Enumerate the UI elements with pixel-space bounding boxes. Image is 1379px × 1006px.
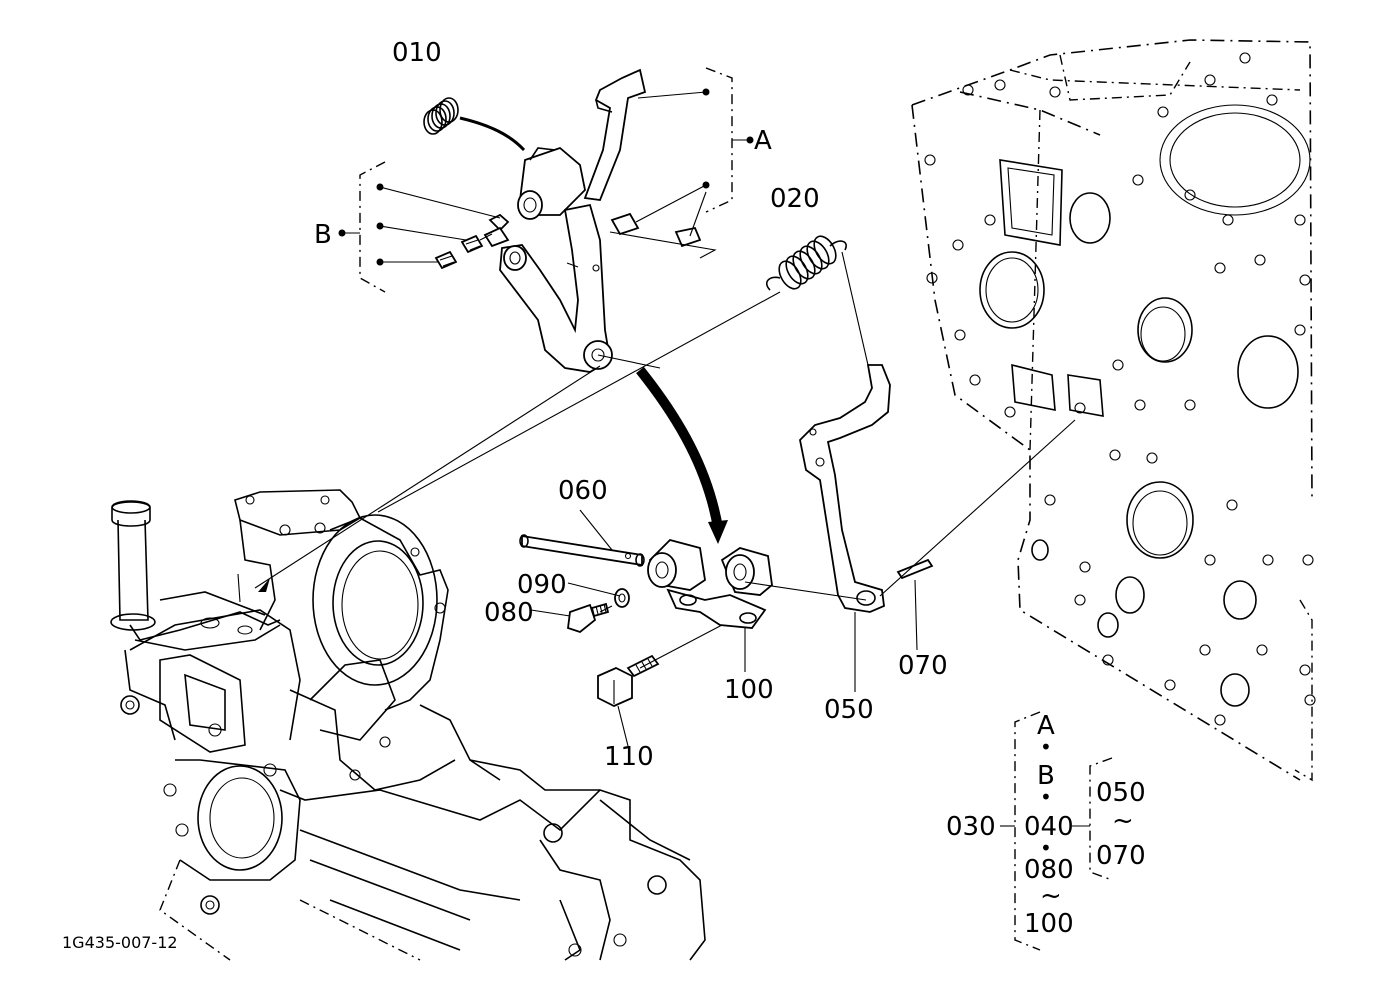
legend-tilde1: ~ [1040,881,1062,911]
legend-assembly: 030 [946,812,996,842]
bolt-080 [567,602,610,634]
bolt-110 [597,654,660,747]
label-070: 070 [898,651,948,681]
legend-line4: 080 [1024,855,1074,885]
label-110: 110 [604,742,654,772]
label-050: 050 [824,695,874,725]
legend-line1: A [1037,711,1055,741]
group-leaders [338,67,754,293]
label-group-b: B [314,220,332,250]
washer-090 [614,588,630,608]
label-080: 080 [484,598,534,628]
governor-shaft [110,500,281,651]
legend-tilde2: ~ [1112,806,1134,836]
figure-code: 1G435-007-12 [62,933,178,952]
label-060: 060 [558,476,608,506]
shaft-060 [519,509,645,567]
block-100 [647,538,773,629]
group-a-parts [609,212,717,259]
legend-sep1: • [1040,735,1052,759]
alignment-lines [237,291,1076,669]
lever-050 [799,364,891,613]
fork-lever [499,68,647,373]
legend-sep3: • [1040,836,1052,860]
group-b-parts [434,213,510,270]
legend-brackets [1000,711,1113,951]
label-group-a: A [754,126,772,156]
pin-070 [896,558,934,651]
legend-sub-bottom: 070 [1096,841,1146,871]
legend-line2: B [1037,761,1055,791]
legend-sep2: • [1040,785,1052,809]
label-100: 100 [724,675,774,705]
legend-line5: 100 [1024,909,1074,939]
gear-case-housing [120,489,706,961]
spring-020 [765,235,869,366]
label-010: 010 [392,38,442,68]
label-090: 090 [517,570,567,600]
engine-block-right [911,39,1316,782]
label-020: 020 [770,184,820,214]
legend-sub-top: 050 [1096,778,1146,808]
assembly-arrow [636,366,728,544]
spring-010 [423,97,526,152]
legend-line3: 040 [1024,812,1074,842]
part-leaders [530,582,856,692]
